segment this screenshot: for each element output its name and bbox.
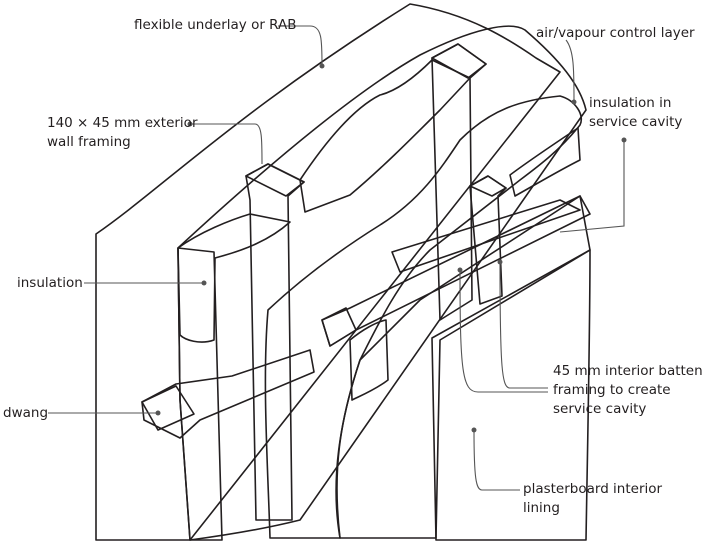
label-plasterboard-line1: plasterboard interior bbox=[523, 481, 663, 497]
label-underlay-text: flexible underlay or RAB bbox=[134, 17, 297, 33]
leader-batten-2 bbox=[499, 261, 548, 389]
label-batten-line1: 45 mm interior batten bbox=[553, 363, 703, 379]
label-insulation: insulation bbox=[17, 274, 83, 293]
label-batten-line3: service cavity bbox=[553, 401, 647, 417]
batten-vertical-end bbox=[469, 175, 507, 197]
dwang-end bbox=[141, 385, 195, 431]
stud-left-end bbox=[245, 163, 305, 197]
label-underlay: flexible underlay or RAB bbox=[134, 16, 297, 35]
framing-side-strip bbox=[177, 247, 223, 541]
plasterboard-lining bbox=[431, 249, 591, 541]
leader-dot-dwang bbox=[155, 410, 161, 416]
label-framing-line2: wall framing bbox=[47, 134, 131, 150]
label-batten-line2: framing to create bbox=[553, 382, 671, 398]
insulation-upper bbox=[299, 59, 471, 213]
label-plasterboard-line2: lining bbox=[523, 500, 560, 516]
leader-framing bbox=[190, 123, 263, 165]
leader-dot-underlay bbox=[319, 63, 325, 69]
leader-service bbox=[559, 140, 625, 233]
leader-air-vapour bbox=[565, 39, 575, 103]
leader-dot-plasterboard bbox=[471, 427, 477, 433]
leader-dot-batten bbox=[457, 267, 463, 273]
insulation-left bbox=[177, 213, 291, 343]
label-framing: 140 × 45 mm exterior wall framing bbox=[47, 114, 198, 152]
leader-underlay bbox=[278, 25, 323, 67]
label-insulation-text: insulation bbox=[17, 275, 83, 291]
batten-horizontal bbox=[321, 195, 591, 347]
leader-dot-framing bbox=[187, 121, 193, 127]
stud-right-end bbox=[431, 43, 487, 79]
leader-batten bbox=[459, 269, 548, 393]
label-air-vapour-text: air/vapour control layer bbox=[536, 25, 695, 41]
label-plasterboard: plasterboard interior lining bbox=[523, 480, 662, 518]
air-vapour-control-layer bbox=[264, 95, 582, 539]
leader-dot-batten-2 bbox=[497, 259, 503, 265]
label-air-vapour: air/vapour control layer bbox=[536, 24, 695, 43]
batten-horizontal-end bbox=[321, 307, 357, 347]
label-service: insulation in service cavity bbox=[589, 94, 682, 132]
leader-plasterboard bbox=[473, 429, 520, 491]
insulation-service-lower bbox=[349, 319, 389, 401]
label-service-line1: insulation in bbox=[589, 95, 672, 111]
service-cavity-face bbox=[336, 195, 591, 539]
leader-dot-service bbox=[621, 137, 627, 143]
leader-dot-insulation bbox=[201, 280, 207, 286]
stud-left bbox=[245, 163, 305, 521]
exterior-framing-face bbox=[177, 25, 587, 541]
label-service-line2: service cavity bbox=[589, 114, 683, 130]
insulation-service-cavity bbox=[509, 127, 581, 197]
label-framing-line1: 140 × 45 mm exterior bbox=[47, 115, 198, 131]
batten-lower bbox=[391, 199, 581, 273]
underlay-layer bbox=[95, 3, 561, 541]
label-dwang-text: dwang bbox=[3, 405, 49, 421]
label-batten: 45 mm interior batten framing to create … bbox=[553, 362, 703, 419]
leader-dot-air-vapour bbox=[571, 99, 577, 105]
wall-section-diagram bbox=[48, 3, 627, 541]
label-dwang: dwang bbox=[3, 404, 48, 423]
